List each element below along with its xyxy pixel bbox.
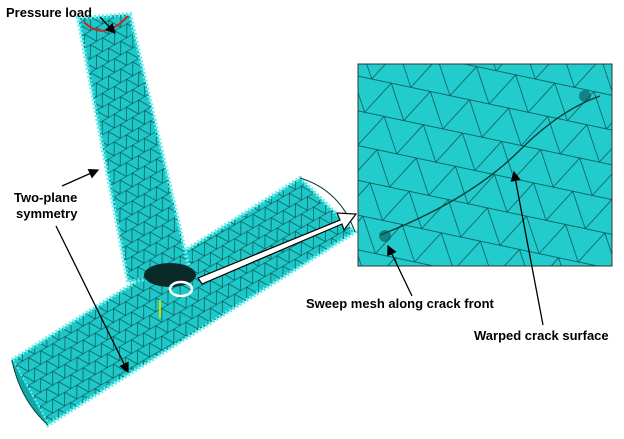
crack-ring bbox=[168, 280, 194, 298]
warped-crack-label: Warped crack surface bbox=[474, 328, 609, 343]
pressure-load-label: Pressure load bbox=[6, 5, 92, 20]
inset-zoom bbox=[357, 63, 613, 267]
zoom-arrow bbox=[197, 212, 358, 285]
main-pipe bbox=[9, 175, 359, 428]
sweep-mesh-label: Sweep mesh along crack front bbox=[306, 296, 494, 311]
symmetry-label-line2: symmetry bbox=[16, 206, 78, 221]
symmetry-label-line1: Two-plane bbox=[14, 190, 78, 205]
branch-pipe bbox=[75, 11, 196, 318]
